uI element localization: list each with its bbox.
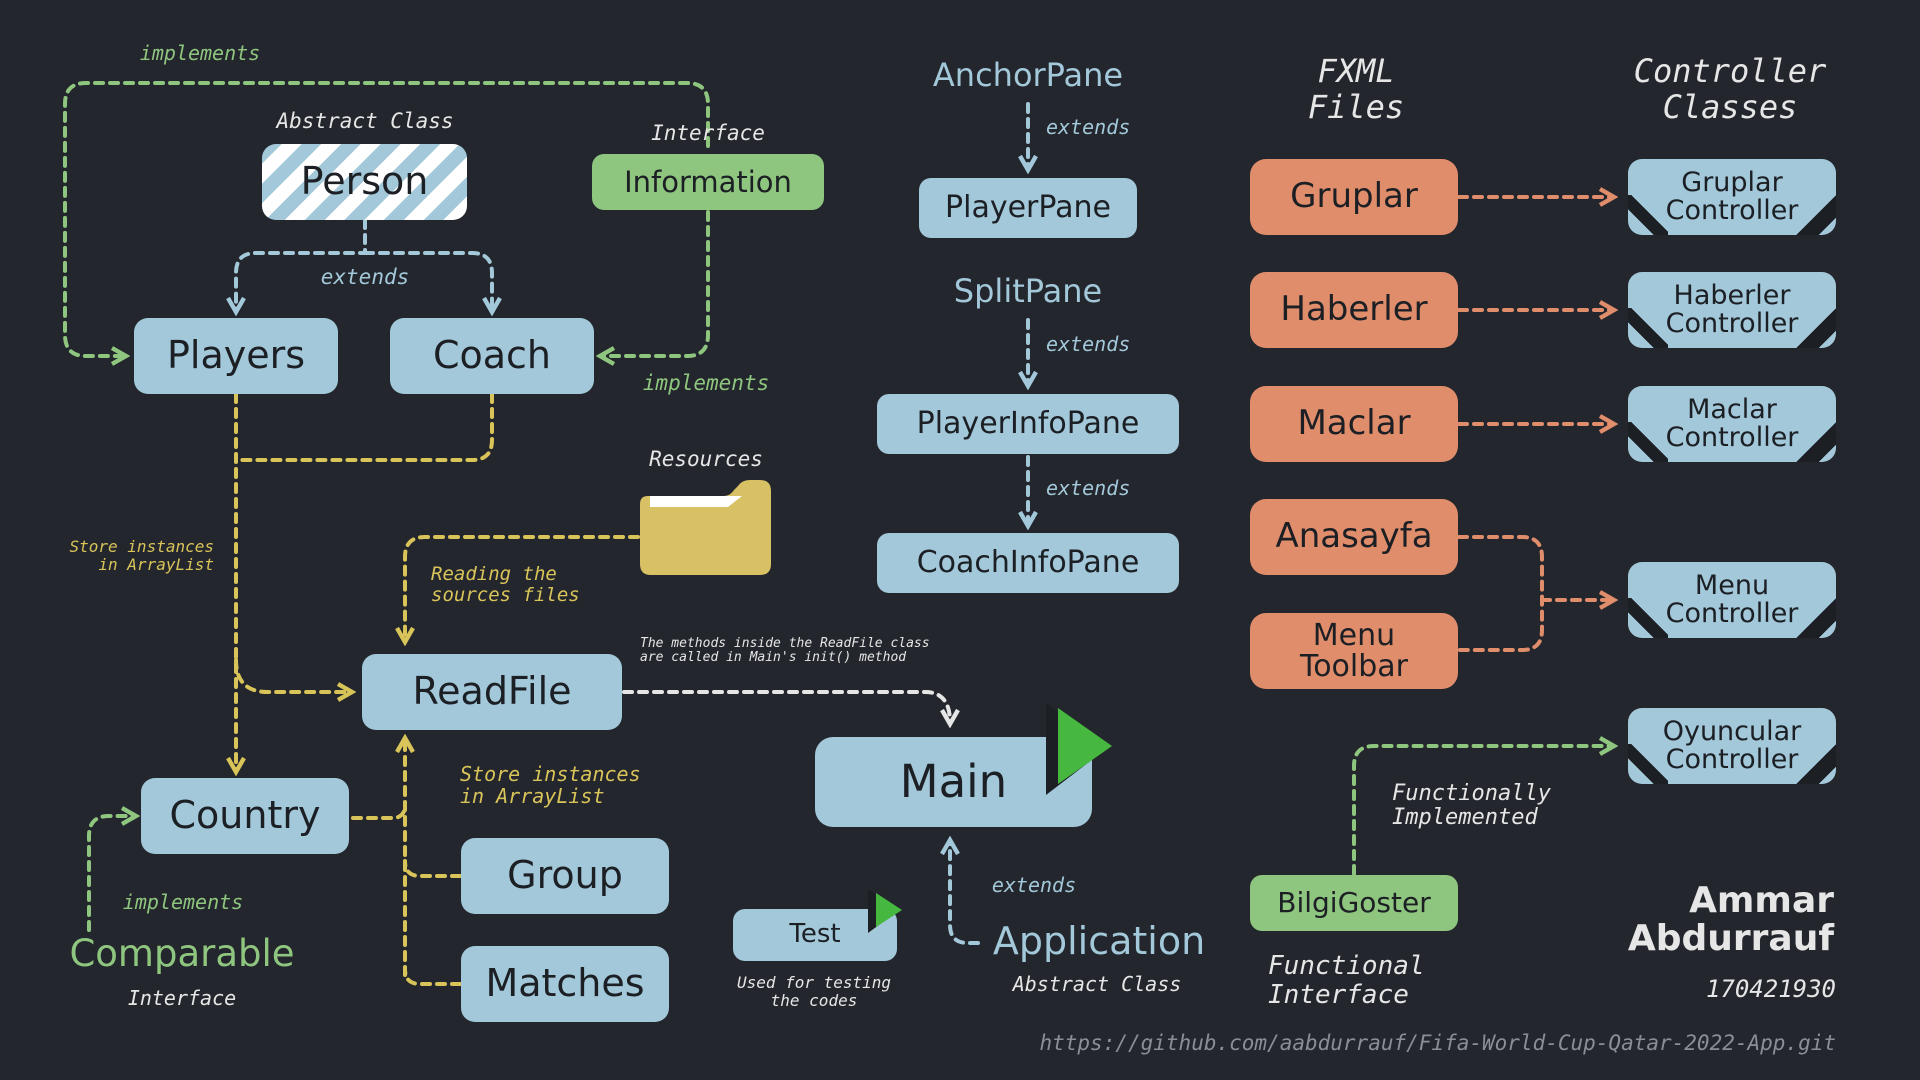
menu-toolbar-fxml-node: Menu Toolbar bbox=[1250, 613, 1458, 689]
information-node: Information bbox=[592, 154, 824, 210]
extends-playerinfo-label: extends bbox=[1046, 476, 1131, 500]
person-node: Person bbox=[262, 144, 467, 220]
edge-group-bus bbox=[403, 859, 462, 878]
edge-coach-merge bbox=[234, 392, 494, 462]
edge-information-players bbox=[63, 81, 710, 356]
functional-interface-label: Functional Interface bbox=[1268, 951, 1425, 1010]
anchorpane-title: AnchorPane bbox=[932, 56, 1124, 94]
edge-comparable-country bbox=[87, 816, 134, 932]
extends-application-label: extends bbox=[991, 873, 1077, 897]
edge-information-coach bbox=[602, 210, 710, 356]
edge-readfile-main bbox=[622, 690, 950, 722]
matches-node: Matches bbox=[461, 946, 669, 1022]
reading-sources-label: Reading the sources files bbox=[431, 563, 580, 606]
edge-anasayfa-menu bbox=[1457, 535, 1544, 652]
maclar-controller-node: Maclar Controller bbox=[1628, 386, 1836, 462]
edge-matches-bus bbox=[403, 967, 462, 986]
extends-person-label: extends bbox=[320, 265, 410, 289]
haberler-fxml-node: Haberler bbox=[1250, 272, 1458, 348]
author-name: Ammar Abdurrauf bbox=[1627, 880, 1834, 959]
edge-resources-readfile bbox=[405, 535, 640, 640]
menu-controller-node: Menu Controller bbox=[1628, 562, 1836, 638]
readfile-node: ReadFile bbox=[362, 654, 622, 730]
implements-label-top: implements bbox=[139, 41, 261, 65]
folder-icon bbox=[640, 480, 771, 575]
functionally-implemented-label: Functionally Implemented bbox=[1392, 781, 1551, 831]
resources-label: Resources bbox=[649, 447, 763, 471]
maclar-fxml-node: Maclar bbox=[1250, 386, 1458, 462]
implements-comparable-label: implements bbox=[122, 890, 244, 914]
comparable-title: Comparable bbox=[69, 932, 295, 975]
store-instances-left-label: Store instances in ArrayList bbox=[69, 537, 215, 574]
store-instances-mid-label: Store instances in ArrayList bbox=[460, 762, 641, 808]
coach-node: Coach bbox=[390, 318, 594, 394]
repo-url[interactable]: https://github.com/aabdurrauf/Fifa-World… bbox=[1039, 1031, 1836, 1055]
playerpane-node: PlayerPane bbox=[919, 178, 1137, 238]
bilgigoster-node: BilgiGoster bbox=[1250, 875, 1458, 931]
edge-players-readfile bbox=[234, 658, 350, 692]
edge-country-bus bbox=[351, 803, 407, 820]
players-node: Players bbox=[134, 318, 338, 394]
interface-label: Interface bbox=[651, 121, 765, 145]
test-play-icon[interactable] bbox=[876, 893, 902, 927]
edge-application-main bbox=[950, 842, 980, 945]
play-icon[interactable] bbox=[1058, 708, 1112, 784]
methods-note-label: The methods inside the ReadFile class ar… bbox=[640, 636, 930, 666]
edge-bilgigoster-oyuncular bbox=[1352, 746, 1612, 876]
application-abstract-label: Abstract Class bbox=[1012, 972, 1182, 996]
extends-anchor-label: extends bbox=[1046, 115, 1131, 139]
gruplar-fxml-node: Gruplar bbox=[1250, 159, 1458, 235]
abstract-class-label: Abstract Class bbox=[276, 109, 454, 133]
oyuncular-controller-node: Oyuncular Controller bbox=[1628, 708, 1836, 784]
application-title: Application bbox=[992, 919, 1206, 963]
anasayfa-fxml-node: Anasayfa bbox=[1250, 499, 1458, 575]
implements-coach-label: implements bbox=[642, 371, 770, 395]
used-for-testing-label: Used for testing the codes bbox=[736, 973, 892, 1010]
main-node: Main bbox=[815, 737, 1092, 827]
playerinfopane-node: PlayerInfoPane bbox=[877, 394, 1179, 454]
country-node: Country bbox=[141, 778, 349, 854]
group-node: Group bbox=[461, 838, 669, 914]
author-id: 170421930 bbox=[1705, 975, 1836, 1003]
gruplar-controller-node: Gruplar Controller bbox=[1628, 159, 1836, 235]
fxml-files-heading: FXML Files bbox=[1307, 52, 1405, 126]
splitpane-title: SplitPane bbox=[953, 272, 1103, 310]
comparable-interface-label: Interface bbox=[127, 986, 237, 1010]
haberler-controller-node: Haberler Controller bbox=[1628, 272, 1836, 348]
edge-person-coach bbox=[363, 251, 492, 310]
coachinfopane-node: CoachInfoPane bbox=[877, 533, 1179, 593]
controller-classes-heading: Controller Classes bbox=[1633, 52, 1827, 126]
edge-person-players bbox=[236, 218, 367, 310]
extends-split-label: extends bbox=[1046, 332, 1131, 356]
